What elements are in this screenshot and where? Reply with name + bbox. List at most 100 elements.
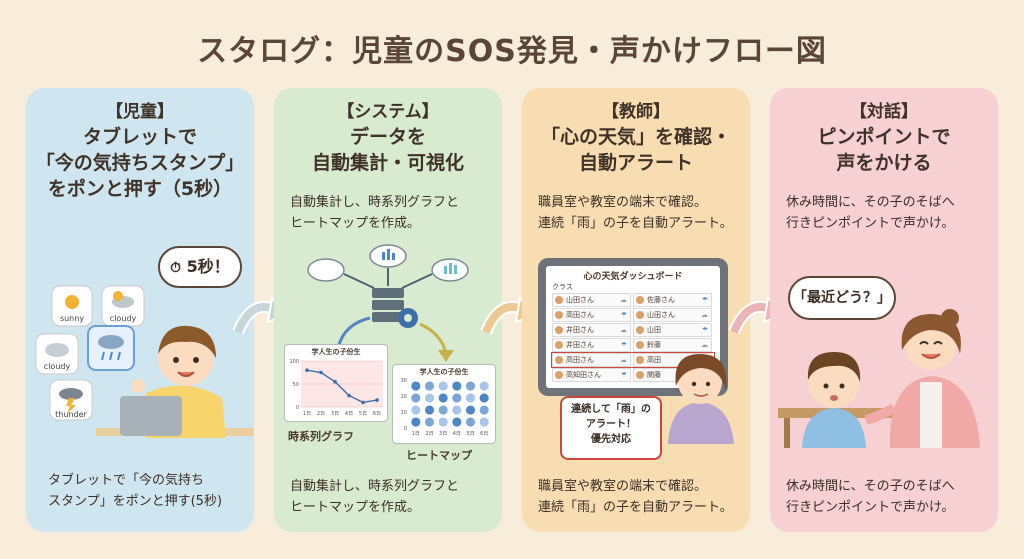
panel-system-top-desc-2: ヒートマップを作成。 bbox=[290, 216, 421, 231]
panel-teacher-top-desc-2: 連続「雨」の子を自動アラート。 bbox=[538, 216, 733, 231]
heatmap-cell bbox=[411, 405, 421, 415]
line-chart-y-tick: 0 bbox=[296, 405, 299, 411]
avatar-icon bbox=[636, 326, 644, 334]
heatmap-x-tick: 5日 bbox=[466, 431, 474, 437]
dashboard-row: 井田さん☂鈴藤☁ bbox=[552, 338, 714, 352]
panel-teacher-top-desc-1: 職員室や教室の端末で確認。 bbox=[538, 195, 708, 210]
line-chart-x-tick: 1日 bbox=[303, 411, 311, 417]
panel-teacher: 【教師】 「心の天気」を確認・ 自動アラート 職員室や教室の端末で確認。 連続「… bbox=[522, 88, 750, 532]
panel-teacher-desc-1: 職員室や教室の端末で確認。 bbox=[538, 479, 708, 494]
line-chart-y-tick: 50 bbox=[293, 382, 299, 388]
cloudy-stamp-2[interactable]: cloudy bbox=[35, 333, 79, 375]
dashboard-row: 山田さん☁佐藤さん☂ bbox=[552, 293, 714, 307]
line-chart-x-tick: 4日 bbox=[345, 411, 353, 417]
panel-system-desc: 自動集計し、時系列グラフと ヒートマップを作成。 bbox=[290, 476, 490, 518]
line-chart-point bbox=[347, 393, 351, 398]
heatmap-cell bbox=[465, 381, 476, 391]
heatmap-label: ヒートマップ bbox=[406, 449, 472, 462]
avatar-icon bbox=[636, 371, 644, 379]
panel-dialogue-heading-1: ピンポイントで bbox=[817, 126, 951, 148]
heatmap-y-tick: 0 bbox=[404, 426, 407, 432]
rain-cloud-icon bbox=[98, 335, 124, 349]
heatmap-y-tick: 10 bbox=[401, 410, 407, 416]
dashboard-cell[interactable]: 高知田さん☂ bbox=[552, 368, 631, 382]
panel-system: 【システム】 データを 自動集計・可視化 自動集計し、時系列グラフと ヒートマッ… bbox=[274, 88, 502, 532]
stamp-cloudy-label-1: cloudy bbox=[110, 314, 137, 323]
dashboard-cell[interactable]: 高田さん☁ bbox=[552, 353, 631, 367]
dashboard-cell[interactable]: 山田さん☁ bbox=[633, 308, 712, 322]
teacher-illustration bbox=[668, 354, 734, 444]
thunder-stamp[interactable]: thunder bbox=[49, 379, 93, 421]
dashboard-cell[interactable]: 佐藤さん☂ bbox=[633, 293, 712, 307]
student-name: 高知田さん bbox=[566, 371, 601, 379]
panel-teacher-desc: 職員室や教室の端末で確認。 連続「雨」の子を自動アラート。 bbox=[538, 476, 738, 518]
line-chart-x-tick: 5日 bbox=[359, 411, 367, 417]
cloudy-stamp-1[interactable]: cloudy bbox=[101, 285, 145, 327]
student-name: 山田さん bbox=[566, 296, 594, 304]
panel-system-top-desc: 自動集計し、時系列グラフと ヒートマップを作成。 bbox=[290, 192, 490, 234]
panel-dialogue-top-desc-2: 行きピンポイントで声かけ。 bbox=[786, 216, 955, 231]
heatmap-x-tick: 2日 bbox=[425, 431, 433, 437]
panel-teacher-heading-2: 自動アラート bbox=[578, 152, 693, 174]
student-name: 高田 bbox=[647, 356, 661, 364]
panel-dialogue-header: 【対話】 ピンポイントで 声をかける bbox=[770, 100, 998, 176]
heatmap-cell bbox=[438, 405, 448, 415]
server-icon bbox=[372, 288, 404, 322]
avatar-icon bbox=[555, 356, 563, 364]
student-name: 関藤 bbox=[647, 371, 661, 379]
dashboard-class-label: クラス bbox=[552, 283, 573, 291]
panel-student-heading-3: をポンと押す（5秒） bbox=[47, 178, 233, 200]
panel-system-top-desc-1: 自動集計し、時系列グラフと bbox=[290, 195, 460, 210]
dashboard-cell[interactable]: 鈴藤☁ bbox=[633, 338, 712, 352]
panel-teacher-top-desc: 職員室や教室の端末で確認。 連続「雨」の子を自動アラート。 bbox=[538, 192, 738, 234]
panel-dialogue-tag: 【対話】 bbox=[850, 102, 918, 122]
panel-teacher-heading-1: 「心の天気」を確認・ bbox=[540, 126, 731, 148]
heatmap-cell bbox=[479, 393, 489, 403]
heatmap-x-tick: 3日 bbox=[439, 431, 447, 437]
panel-student-desc-2: スタンプ」をポンと押す(5秒) bbox=[48, 494, 223, 509]
student-name: 山田さん bbox=[647, 311, 675, 319]
panel-dialogue-heading-2: 声をかける bbox=[836, 152, 932, 174]
stopwatch-icon: ⏱ bbox=[170, 260, 182, 276]
heatmap-cell bbox=[452, 417, 462, 427]
dashboard-cell[interactable]: 高田さん☂ bbox=[552, 308, 631, 322]
timer-bubble: ⏱ 5秒！ bbox=[158, 246, 242, 288]
dashboard-cell[interactable]: 井田さん☂ bbox=[552, 338, 631, 352]
heatmap-cell bbox=[411, 393, 421, 403]
line-chart-point bbox=[375, 398, 379, 402]
cloud-icon-right bbox=[431, 258, 469, 282]
child-illustration bbox=[96, 325, 254, 438]
heatmap-cell bbox=[452, 381, 462, 391]
heatmap-cell bbox=[411, 381, 421, 391]
speech-bubble: 「最近どう？」 bbox=[788, 276, 896, 320]
alert-text-2: アラート！ bbox=[586, 419, 636, 430]
cloud-icon: ☁ bbox=[620, 356, 627, 364]
panel-system-desc-2: ヒートマップを作成。 bbox=[290, 500, 421, 515]
panel-student-heading-1: タブレットで bbox=[82, 126, 197, 148]
dashboard-cell[interactable]: 山田☂ bbox=[633, 323, 712, 337]
line-chart-x-tick: 2日 bbox=[317, 411, 325, 417]
rain-stamp[interactable] bbox=[87, 325, 135, 371]
panel-dialogue-top-desc: 休み時間に、その子のそばへ 行きピンポイントで声かけ。 bbox=[786, 192, 986, 234]
alert-bubble[interactable]: 連続して「雨」の アラート！ 優先対応 bbox=[560, 396, 662, 460]
stamp-cloudy-label-2: cloudy bbox=[44, 362, 71, 371]
panel-dialogue-desc: 休み時間に、その子のそばへ 行きピンポイントで声かけ。 bbox=[786, 476, 986, 518]
sunny-stamp[interactable]: sunny bbox=[51, 285, 93, 327]
panel-student-desc-1: タブレットで「今の気持ち bbox=[48, 473, 205, 488]
avatar-icon bbox=[555, 341, 563, 349]
avatar-icon bbox=[636, 311, 644, 319]
dashboard-cell[interactable]: 井田さん☁ bbox=[552, 323, 631, 337]
line-chart-point bbox=[319, 370, 323, 375]
panel-student: 【児童】 タブレットで 「今の気持ちスタンプ」 をポンと押す（5秒） ⏱ 5秒！… bbox=[26, 88, 254, 532]
rain-icon: ☂ bbox=[620, 341, 627, 349]
panel-student-desc: タブレットで「今の気持ち スタンプ」をポンと押す(5秒) bbox=[48, 470, 248, 512]
dashboard-cell[interactable]: 山田さん☁ bbox=[552, 293, 631, 307]
heatmap-cell bbox=[424, 393, 435, 403]
panel-student-heading-2: 「今の気持ちスタンプ」 bbox=[35, 152, 245, 174]
rain-icon: ☂ bbox=[620, 311, 627, 319]
student-name: 佐藤さん bbox=[647, 296, 675, 304]
cloud-icon-left bbox=[307, 258, 345, 282]
heatmap-cell bbox=[424, 405, 435, 415]
avatar-icon bbox=[555, 371, 563, 379]
